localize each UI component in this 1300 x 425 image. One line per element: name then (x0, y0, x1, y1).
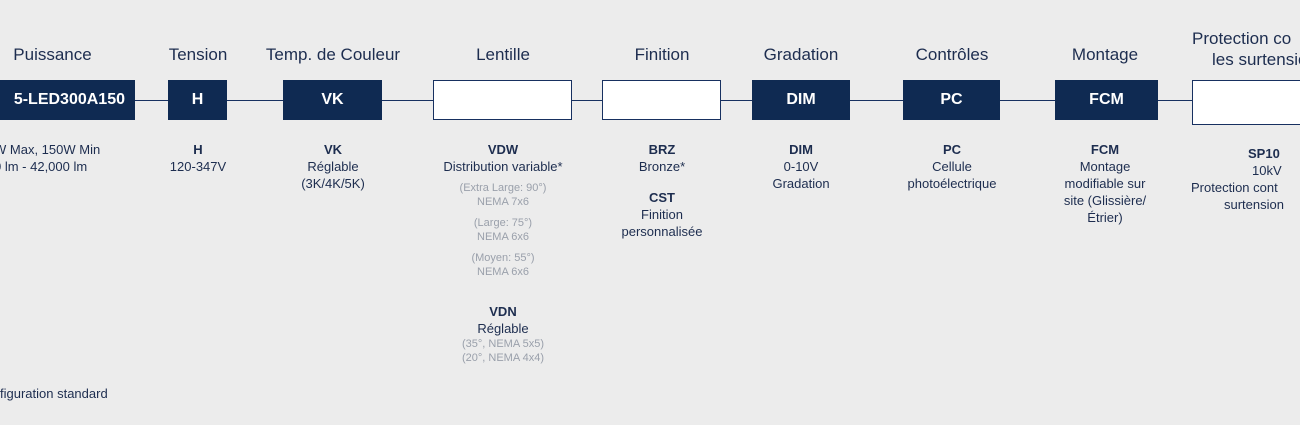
selection-box-empty[interactable] (1192, 80, 1300, 125)
selection-box[interactable]: VK (283, 80, 382, 120)
option-item: FCM Montage modifiable sur site (Glissiè… (1040, 141, 1170, 226)
option-text: Étrier) (1087, 210, 1123, 225)
column-header: Lentille (476, 45, 530, 64)
option-text: Montage (1079, 159, 1131, 174)
option-text: W Max, 150W Min (0, 142, 101, 157)
column-header: Puissance (13, 45, 92, 64)
option-list: BRZ Bronze* CST Finition personnalisée (592, 141, 732, 250)
connector-line (721, 100, 752, 101)
option-text: 10kV (1252, 163, 1282, 178)
option-item: W Max, 150W Min 0 lm - 42,000 lm (0, 141, 135, 175)
option-list: PC Cellule photoélectrique (882, 141, 1022, 202)
option-item: DIM 0-10V Gradation (741, 141, 861, 192)
option-note: (35°, NEMA 5x5) (461, 338, 545, 350)
option-item: BRZ Bronze* (592, 141, 732, 175)
option-text: 0 lm - 42,000 lm (0, 159, 88, 174)
footnote: figuration standard (0, 386, 108, 401)
connector-line (1000, 100, 1056, 101)
option-list: W Max, 150W Min 0 lm - 42,000 lm (0, 141, 135, 185)
selection-box[interactable]: PC (903, 80, 1000, 120)
connector-line (382, 100, 433, 101)
option-note: NEMA 7x6 (477, 196, 529, 208)
connector-line (1157, 100, 1193, 101)
connector-line (572, 100, 602, 101)
option-code: BRZ (648, 142, 676, 157)
option-note: NEMA 6x6 (477, 266, 529, 278)
column-protection: Protection co les surtensio SP10 10kV Pr… (1182, 0, 1300, 425)
option-code: DIM (789, 142, 813, 157)
option-text: modifiable sur (1064, 176, 1146, 191)
option-text: photoélectrique (907, 176, 997, 191)
option-code: SP10 (1248, 146, 1280, 161)
option-text: personnalisée (621, 224, 703, 239)
selection-box[interactable]: 5-LED300A150 (0, 80, 135, 120)
option-item: CST Finition personnalisée (592, 189, 732, 240)
option-text: Bronze* (638, 159, 686, 174)
selection-box-empty[interactable] (602, 80, 721, 120)
option-item: VK Réglable (3K/4K/5K) (253, 141, 413, 192)
column-header: Protection co les surtensio (1182, 28, 1300, 70)
option-list: SP10 10kV Protection cont surtension (1182, 145, 1300, 223)
option-text: Protection cont (1191, 180, 1278, 195)
option-list: VDW Distribution variable* (Extra Large:… (413, 141, 593, 375)
option-code: VDW (487, 142, 519, 157)
option-text: Gradation (772, 176, 830, 191)
column-header: Contrôles (915, 45, 989, 64)
option-text: 120-347V (169, 159, 227, 174)
column-header: Gradation (763, 45, 839, 64)
option-note: (Moyen: 55°) (471, 252, 535, 264)
option-note: (Extra Large: 90°) (459, 182, 547, 194)
option-note: (Large: 75°) (473, 217, 533, 229)
option-text: surtension (1224, 197, 1284, 212)
option-item: SP10 10kV Protection cont surtension (1182, 145, 1300, 213)
option-code: CST (649, 190, 675, 205)
option-code: VDN (489, 304, 517, 319)
option-item: VDW Distribution variable* (Extra Large:… (413, 141, 593, 279)
column-header-line: Protection co (1192, 29, 1292, 48)
column-header: Finition (634, 45, 690, 64)
option-text: 0-10V (783, 159, 819, 174)
option-item: PC Cellule photoélectrique (882, 141, 1022, 192)
option-note: (20°, NEMA 4x4) (461, 352, 545, 364)
option-text: Cellule (932, 159, 972, 174)
option-list: VK Réglable (3K/4K/5K) (253, 141, 413, 202)
option-note: NEMA 6x6 (477, 231, 529, 243)
connector-line (135, 100, 168, 101)
option-item: VDN Réglable (35°, NEMA 5x5) (20°, NEMA … (413, 303, 593, 365)
option-code: PC (942, 142, 962, 157)
option-code: VK (323, 142, 343, 157)
column-header: Temp. de Couleur (265, 45, 401, 64)
option-list: DIM 0-10V Gradation (741, 141, 861, 202)
option-list: H 120-347V (158, 141, 238, 185)
option-code: H (193, 142, 203, 157)
connector-line (850, 100, 903, 101)
column-header: Tension (168, 45, 228, 64)
option-item: H 120-347V (158, 141, 238, 175)
column-header-line: les surtensio (1212, 50, 1300, 69)
selection-box[interactable]: H (168, 80, 227, 120)
option-text: (3K/4K/5K) (301, 176, 365, 191)
option-code: FCM (1090, 142, 1120, 157)
selection-box-empty[interactable] (433, 80, 572, 120)
option-text: Finition (641, 207, 683, 222)
option-text: Réglable (477, 321, 529, 336)
column-header: Montage (1071, 45, 1139, 64)
option-text: site (Glissière/ (1063, 193, 1147, 208)
connector-line (227, 100, 283, 101)
option-text: Distribution variable* (443, 159, 563, 174)
selection-box[interactable]: FCM (1055, 80, 1158, 120)
option-text: Réglable (307, 159, 359, 174)
option-list: FCM Montage modifiable sur site (Glissiè… (1040, 141, 1170, 236)
selection-box[interactable]: DIM (752, 80, 850, 120)
